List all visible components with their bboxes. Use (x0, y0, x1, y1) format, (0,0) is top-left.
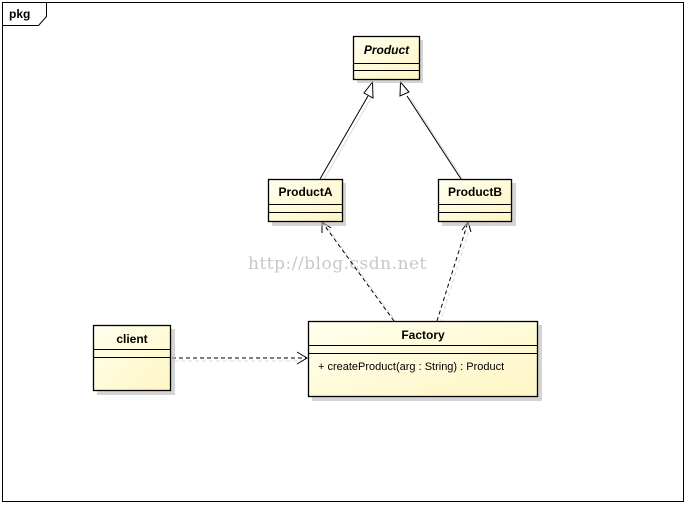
package-label: pkg (9, 7, 30, 21)
class-name-client: client (116, 332, 147, 346)
generalization-producta-product (319, 80, 374, 182)
generalization-productb-product (399, 80, 465, 182)
class-name-producta: ProductA (279, 185, 333, 199)
package-tab (2, 2, 47, 26)
inheritance-arrowhead-icon (363, 80, 374, 99)
class-client[interactable]: client (92, 324, 176, 396)
class-name-factory: Factory (401, 328, 445, 342)
dependency-client-factory (172, 351, 308, 365)
class-product[interactable]: Product (352, 35, 424, 84)
inheritance-arrowhead-icon (399, 80, 410, 97)
class-name-productb: ProductB (448, 185, 502, 199)
watermark: http://blog.csdn.net (248, 254, 427, 274)
class-name-product: Product (364, 43, 410, 57)
class-productb[interactable]: ProductB (437, 178, 517, 227)
class-factory[interactable]: Factory + createProduct(arg : String) : … (307, 320, 543, 402)
dependency-arrowhead-icon (296, 351, 308, 365)
factory-operation: + createProduct(arg : String) : Product (318, 361, 504, 373)
class-producta[interactable]: ProductA (267, 178, 347, 227)
